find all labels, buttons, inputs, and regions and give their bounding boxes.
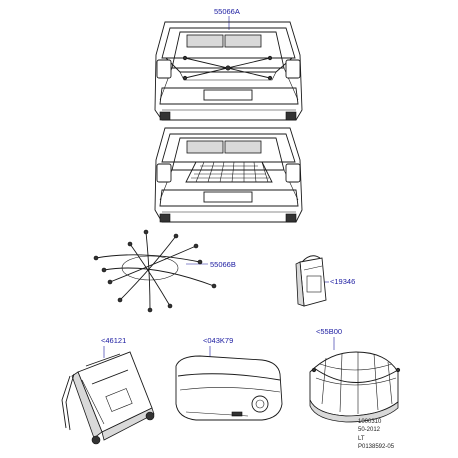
callout-55b00[interactable]: <55B00 bbox=[316, 327, 342, 350]
callout-55066a[interactable]: 55066A bbox=[214, 7, 240, 30]
callout-55066b-label: 55066B bbox=[210, 260, 236, 269]
callout-46121[interactable]: <46121 bbox=[101, 336, 126, 358]
callout-043k79[interactable]: <043K79 bbox=[203, 336, 233, 358]
callout-55b00-label: <55B00 bbox=[316, 327, 342, 336]
drawing-region: LT bbox=[358, 435, 365, 442]
drawing-part-ref: P0138592-05 bbox=[358, 444, 395, 451]
callout-46121-label: <46121 bbox=[101, 336, 126, 345]
drawing-number: 1000310 bbox=[358, 419, 382, 425]
callout-19346-label: <19346 bbox=[330, 277, 355, 286]
callout-043k79-label: <043K79 bbox=[203, 336, 233, 345]
rolling-luggage bbox=[61, 351, 155, 445]
rear-cargo-box bbox=[175, 355, 283, 421]
callout-55066a-label: 55066A bbox=[214, 7, 240, 16]
callout-55066b[interactable]: 55066B bbox=[186, 260, 236, 269]
roof-cargo-bag bbox=[309, 351, 401, 423]
drawing-date: 50-2012 bbox=[358, 427, 381, 434]
cargo-floor-net bbox=[185, 161, 273, 183]
vehicle-rear-view-net bbox=[154, 127, 303, 223]
elastic-bungee-straps bbox=[93, 229, 217, 313]
storage-bag bbox=[295, 255, 327, 307]
drawing-reference-block: 1000310 50-2012 LT P0138592-05 bbox=[358, 418, 394, 452]
vehicle-rear-view-straps bbox=[154, 21, 303, 121]
